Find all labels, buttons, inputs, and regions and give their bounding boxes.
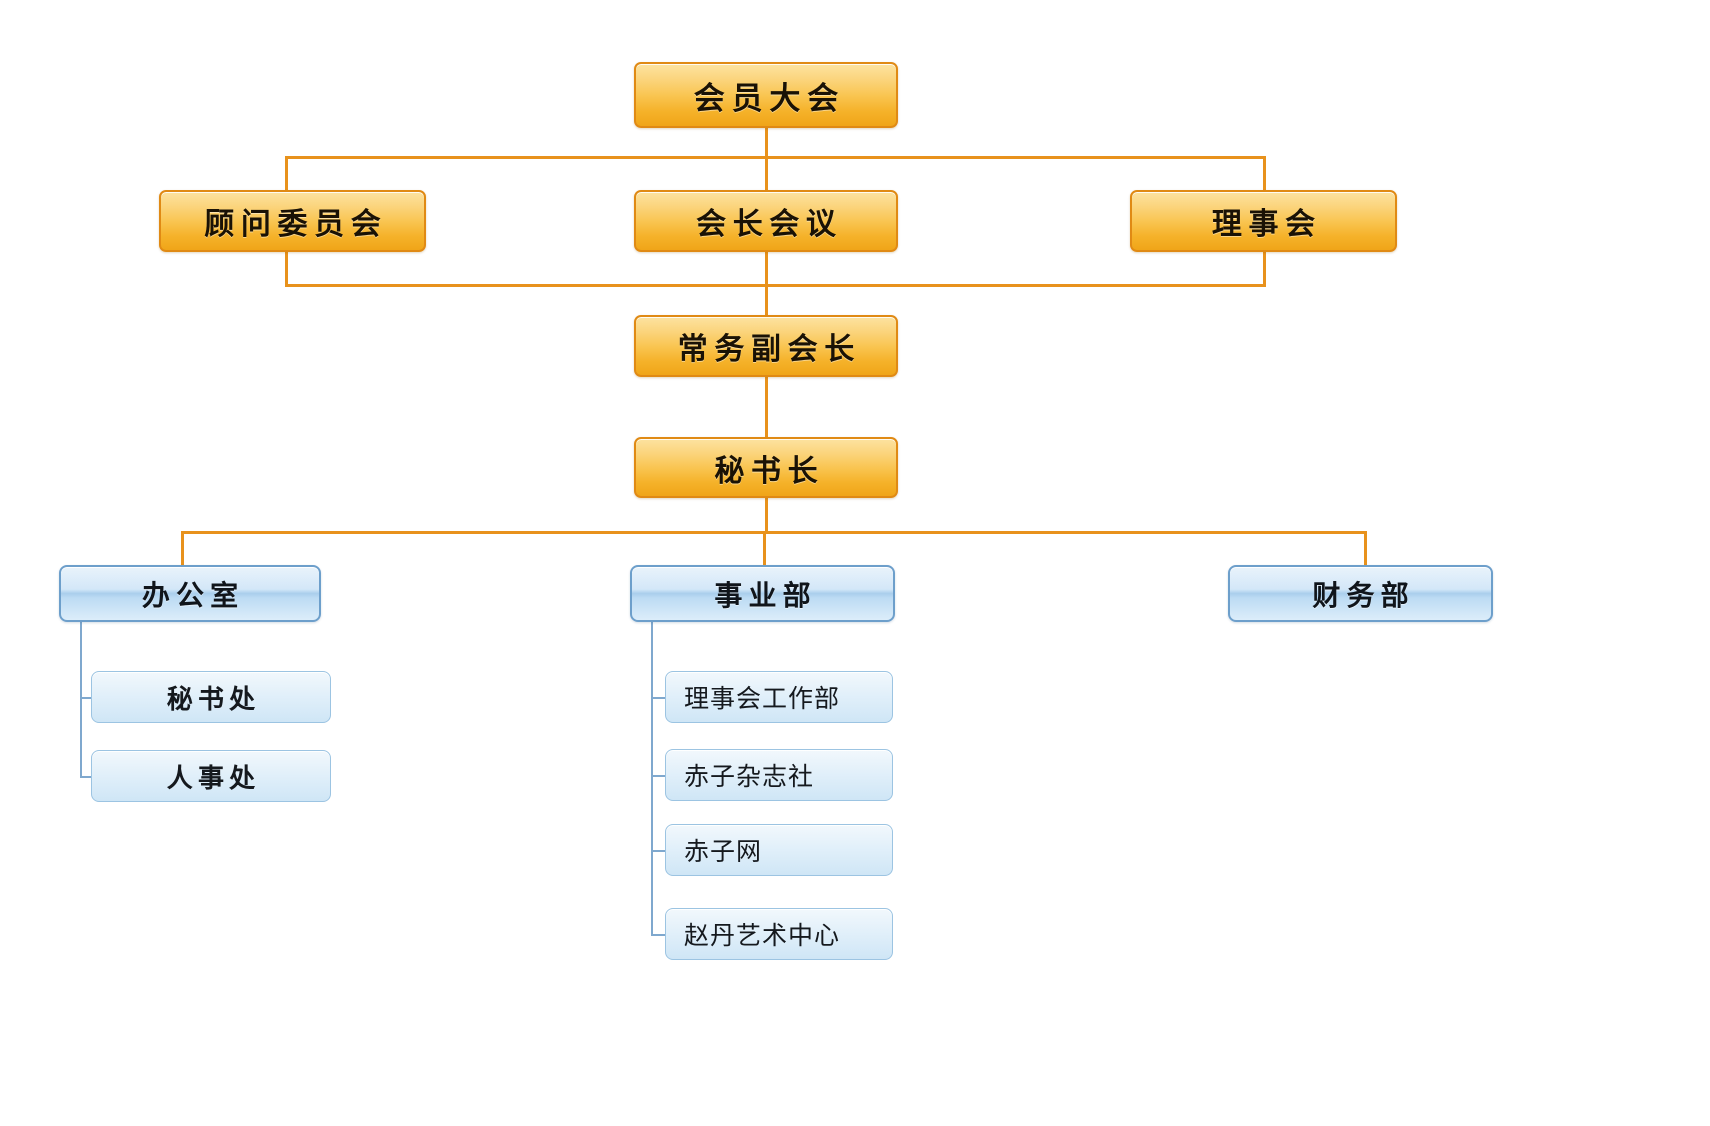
connector-level2-merge-bus — [285, 284, 1266, 287]
connector-to-finance — [1364, 531, 1367, 565]
connector-level2-bus — [285, 156, 1266, 159]
node-personnel-office[interactable]: 人事处 — [91, 750, 331, 802]
connector-to-president-meeting — [765, 156, 768, 190]
connector-office-child-1 — [80, 697, 94, 699]
connector-to-business — [763, 531, 766, 565]
connector-business-child-3 — [651, 850, 665, 852]
node-members-assembly[interactable]: 会员大会 — [634, 62, 898, 128]
connector-vice-to-secretary — [765, 377, 768, 437]
connector-president-to-vice — [765, 251, 768, 315]
connector-board-down — [1263, 251, 1266, 285]
connector-to-board — [1263, 156, 1266, 190]
connector-root-stem — [765, 127, 768, 158]
connector-business-child-1 — [651, 697, 665, 699]
node-zhaodan-art-center[interactable]: 赵丹艺术中心 — [665, 908, 893, 960]
connector-advisory-down — [285, 251, 288, 285]
connector-to-advisory — [285, 156, 288, 190]
connector-to-office — [181, 531, 184, 565]
connector-department-bus — [181, 531, 1366, 534]
node-advisory-committee[interactable]: 顾问委员会 — [159, 190, 426, 252]
node-finance-department[interactable]: 财务部 — [1228, 565, 1493, 622]
node-secretariat[interactable]: 秘书处 — [91, 671, 331, 723]
connector-office-spine — [80, 622, 82, 778]
connector-business-child-4 — [651, 934, 665, 936]
connector-business-child-2 — [651, 775, 665, 777]
connector-business-spine — [651, 622, 653, 935]
node-chizi-network[interactable]: 赤子网 — [665, 824, 893, 876]
node-board-working-dept[interactable]: 理事会工作部 — [665, 671, 893, 723]
node-office[interactable]: 办公室 — [59, 565, 321, 622]
node-president-meeting[interactable]: 会长会议 — [634, 190, 898, 252]
node-secretary-general[interactable]: 秘书长 — [634, 437, 898, 498]
node-business-division[interactable]: 事业部 — [630, 565, 895, 622]
node-chizi-magazine[interactable]: 赤子杂志社 — [665, 749, 893, 801]
connector-secretary-stem — [765, 498, 768, 533]
node-board-of-directors[interactable]: 理事会 — [1130, 190, 1397, 252]
connector-office-child-2 — [80, 776, 94, 778]
node-executive-vice-president[interactable]: 常务副会长 — [634, 315, 898, 377]
